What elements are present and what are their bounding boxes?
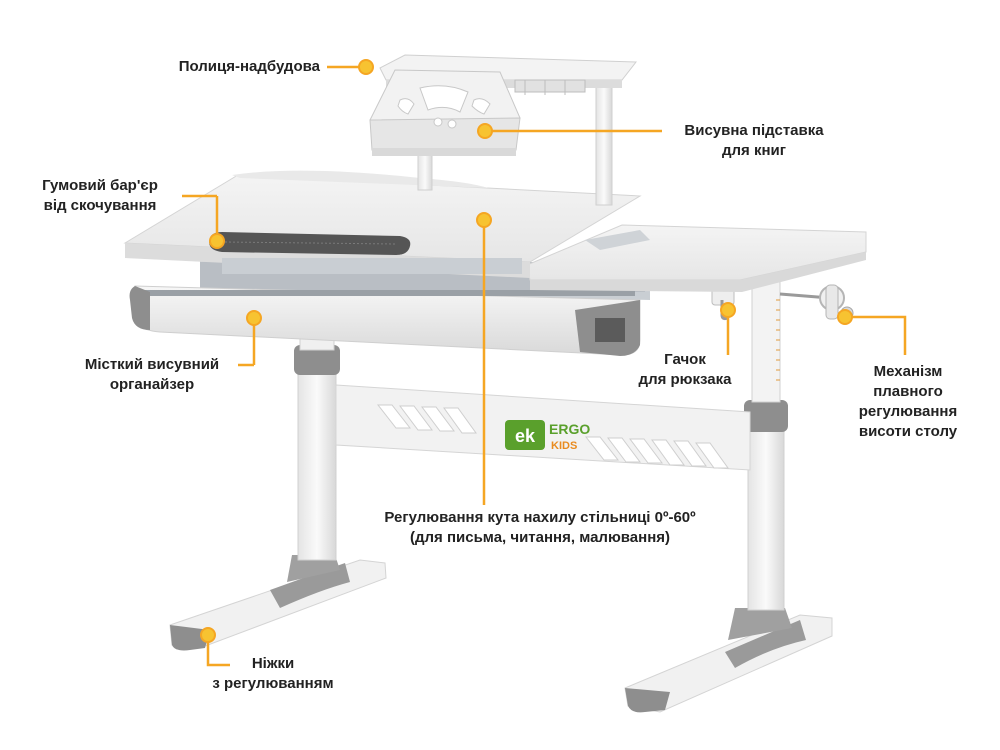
marker-crank xyxy=(837,309,853,325)
callout-book-stand-line1: Висувна підставка xyxy=(684,122,824,139)
marker-rubber-barrier xyxy=(209,233,225,249)
marker-organizer xyxy=(246,310,262,326)
rubber-barrier xyxy=(209,232,411,255)
callout-rubber-barrier-line2: від скочування xyxy=(43,197,157,214)
callout-height-mechanism-line3: регулювання xyxy=(858,403,958,420)
callout-markers xyxy=(200,59,853,643)
callout-tilt-line1: Регулювання кута нахилу стільниці 0º-60º xyxy=(384,509,696,526)
callout-rubber-barrier-line1: Гумовий бар'єр xyxy=(42,177,158,194)
left-leg xyxy=(294,331,340,561)
callout-book-stand-line2: для книг xyxy=(721,142,786,159)
left-foot xyxy=(169,555,387,651)
right-desktop xyxy=(526,224,867,292)
callout-legs-line2: з регулюванням xyxy=(212,675,334,692)
right-leg xyxy=(744,279,788,611)
callout-height-mechanism-line2: плавного xyxy=(873,383,943,400)
book-stand xyxy=(369,69,521,156)
callout-legs: Ніжки з регулюванням xyxy=(188,654,358,694)
callout-hook: Гачок для рюкзака xyxy=(620,350,750,390)
callout-height-mechanism-line1: Механізм xyxy=(873,363,943,380)
callout-height-mechanism: Механізм плавного регулювання висоти сто… xyxy=(838,362,978,442)
callout-shelf-text: Полиця-надбудова xyxy=(178,58,320,75)
marker-legs xyxy=(200,627,216,643)
logo-mark: ek xyxy=(515,426,536,446)
callout-organizer-line2: органайзер xyxy=(109,376,195,393)
callout-book-stand: Висувна підставка для книг xyxy=(664,121,844,161)
marker-shelf xyxy=(358,59,374,75)
callout-tilt-line2: (для письма, читання, малювання) xyxy=(409,529,671,546)
logo-ergo: ERGO xyxy=(549,421,590,437)
callout-tilt: Регулювання кута нахилу стільниці 0º-60º… xyxy=(340,508,740,548)
callout-organizer: Місткий висувний органайзер xyxy=(72,355,232,395)
callout-hook-line1: Гачок xyxy=(664,351,706,368)
callout-organizer-line1: Місткий висувний xyxy=(84,356,220,373)
marker-hook xyxy=(720,302,736,318)
callout-rubber-barrier: Гумовий бар'єр від скочування xyxy=(20,176,180,216)
logo-kids: KIDS xyxy=(551,440,577,452)
marker-tilt xyxy=(476,212,492,228)
crossbar: ek ERGO KIDS xyxy=(335,384,751,471)
ergo-kids-logo: ek ERGO KIDS xyxy=(505,420,590,452)
marker-book-stand xyxy=(477,123,493,139)
callout-legs-line1: Ніжки xyxy=(251,655,295,672)
callout-shelf: Полиця-надбудова xyxy=(120,57,320,77)
callout-height-mechanism-line4: висоти столу xyxy=(858,423,958,440)
right-foot xyxy=(624,608,833,713)
callout-hook-line2: для рюкзака xyxy=(638,371,732,388)
